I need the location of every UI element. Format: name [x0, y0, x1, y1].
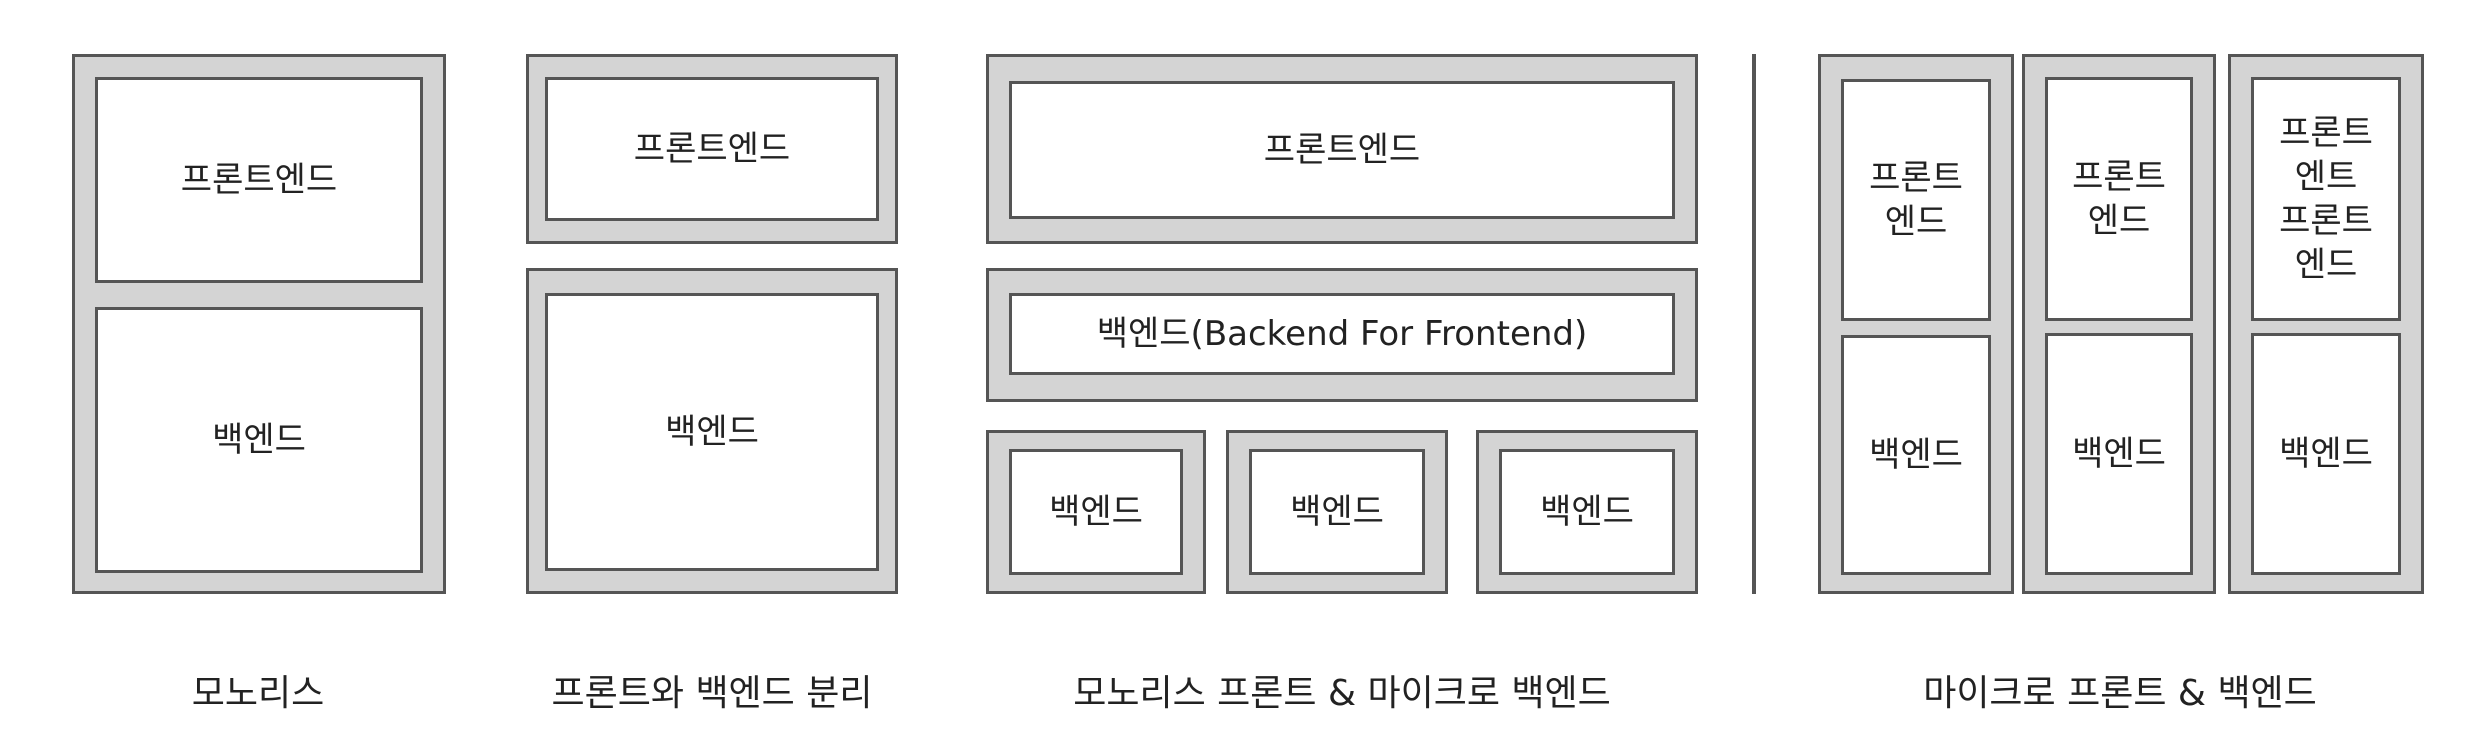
mfmb-backend-container-2: 백엔드 [1226, 430, 1448, 594]
mfmb-caption: 모노리스 프론트 & 마이크로 백엔드 [1073, 673, 1611, 714]
micro-col1-backend-label: 백엔드 [1869, 434, 1963, 475]
mfmb-backend-label-2: 백엔드 [1290, 491, 1384, 532]
mfmb-bff-label: 백엔드(Backend For Frontend) [1096, 313, 1588, 354]
mfmb-frontend-label: 프론트엔드 [1263, 129, 1421, 170]
micro-col3-frontend-label: 프론트 엔트 프론트 엔드 [2279, 112, 2373, 286]
separated-backend-box: 백엔드 [545, 293, 879, 571]
micro-col1-backend-box: 백엔드 [1841, 335, 1991, 575]
monolith-backend-label: 백엔드 [212, 419, 306, 460]
mfmb-backend-label-3: 백엔드 [1540, 491, 1634, 532]
monolith-frontend-box: 프론트엔드 [95, 77, 423, 283]
micro-column-1: 프론트 엔드 백엔드 [1818, 54, 2014, 594]
section-divider [1752, 54, 1756, 594]
micro-col3-backend-box: 백엔드 [2251, 333, 2401, 575]
separated-frontend-label: 프론트엔드 [633, 128, 791, 169]
monolith-container: 프론트엔드 백엔드 [72, 54, 446, 594]
monolith-backend-box: 백엔드 [95, 307, 423, 573]
micro-col3-backend-label: 백엔드 [2279, 433, 2373, 474]
mfmb-backend-label-1: 백엔드 [1049, 491, 1143, 532]
mfmb-bff-container: 백엔드(Backend For Frontend) [986, 268, 1698, 402]
micro-col2-frontend-label: 프론트 엔드 [2072, 156, 2166, 241]
micro-col2-backend-box: 백엔드 [2045, 333, 2193, 575]
micro-col2-frontend-box: 프론트 엔드 [2045, 77, 2193, 321]
separated-caption: 프론트와 백엔드 분리 [551, 673, 873, 714]
micro-column-2: 프론트 엔드 백엔드 [2022, 54, 2216, 594]
mfmb-frontend-container: 프론트엔드 [986, 54, 1698, 244]
mfmb-bff-box: 백엔드(Backend For Frontend) [1009, 293, 1675, 375]
separated-frontend-box: 프론트엔드 [545, 77, 879, 221]
monolith-caption: 모노리스 [191, 673, 325, 714]
micro-col2-backend-label: 백엔드 [2072, 433, 2166, 474]
micro-caption: 마이크로 프론트 & 백엔드 [1923, 673, 2317, 714]
mfmb-backend-container-3: 백엔드 [1476, 430, 1698, 594]
separated-backend-label: 백엔드 [665, 411, 759, 452]
mfmb-backend-container-1: 백엔드 [986, 430, 1206, 594]
micro-col3-frontend-box: 프론트 엔트 프론트 엔드 [2251, 77, 2401, 321]
mfmb-frontend-box: 프론트엔드 [1009, 81, 1675, 219]
separated-backend-container: 백엔드 [526, 268, 898, 594]
micro-column-3: 프론트 엔트 프론트 엔드 백엔드 [2228, 54, 2424, 594]
mfmb-backend-box-2: 백엔드 [1249, 449, 1425, 575]
micro-col1-frontend-label: 프론트 엔드 [1869, 157, 1963, 242]
mfmb-backend-box-1: 백엔드 [1009, 449, 1183, 575]
separated-frontend-container: 프론트엔드 [526, 54, 898, 244]
mfmb-backend-box-3: 백엔드 [1499, 449, 1675, 575]
monolith-frontend-label: 프론트엔드 [180, 159, 338, 200]
micro-col1-frontend-box: 프론트 엔드 [1841, 79, 1991, 321]
